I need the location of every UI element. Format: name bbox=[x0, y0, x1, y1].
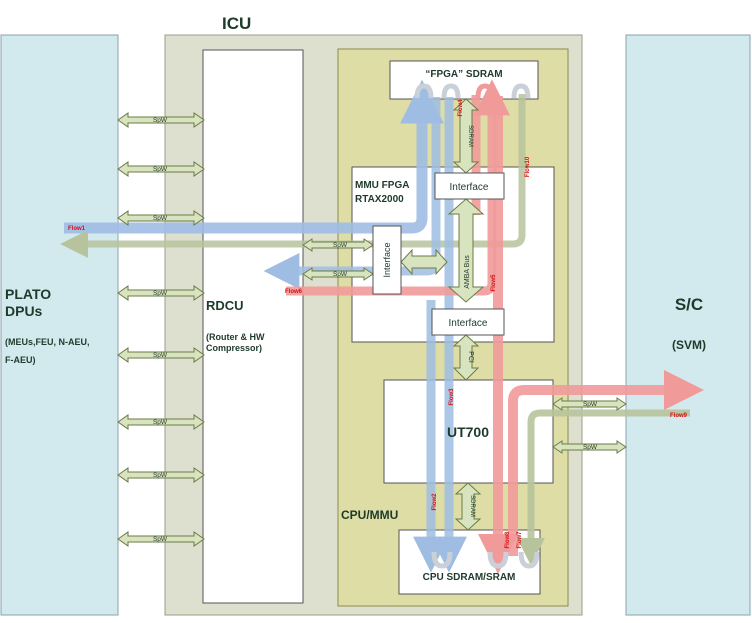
sdram-bottom-label: SDRAM bbox=[469, 495, 475, 517]
ut700-title: UT700 bbox=[447, 424, 489, 440]
spw-label: SpW bbox=[153, 117, 168, 124]
uturn-bottom-blue bbox=[431, 551, 453, 569]
interface-middle-box bbox=[431, 308, 505, 336]
spw-label: SpW bbox=[583, 401, 598, 408]
rdcu-box bbox=[202, 49, 304, 604]
cpu-mmu-title: CPU/MMU bbox=[341, 508, 398, 522]
interface-middle-label: Interface bbox=[449, 318, 488, 329]
spw-arrows-rdcu-interface bbox=[302, 238, 374, 281]
vertical-bus-arrows bbox=[447, 98, 485, 531]
rdcu-sub-2: Compressor) bbox=[206, 343, 262, 353]
uturn-top-red bbox=[475, 83, 495, 99]
spw-label: SpW bbox=[153, 215, 168, 222]
spw-label: SpW bbox=[153, 290, 168, 297]
uturn-bottom-red bbox=[487, 551, 509, 569]
spw-label: SpW bbox=[583, 444, 598, 451]
spw-label: SpW bbox=[153, 352, 168, 359]
spw-arrows-left bbox=[117, 112, 205, 547]
pci-bus bbox=[452, 334, 480, 381]
flow-labels: Flow1 Flow6 Flow9 Flow4 Flow10 Flow5 Flo… bbox=[68, 99, 688, 549]
spw-arrow bbox=[117, 467, 205, 483]
spw-labels: SpW SpW SpW SpW SpW SpW SpW SpW SpW SpW … bbox=[153, 117, 598, 543]
plato-sub-1: (MEUs,FEU, N-AEU, bbox=[5, 337, 90, 347]
mmu-fpga-title-1: MMU FPGA bbox=[355, 180, 409, 191]
plato-title-2: DPUs bbox=[5, 303, 43, 319]
flow3-label: Flow3 bbox=[449, 388, 455, 406]
flow8-path bbox=[508, 370, 705, 556]
fpga-sdram-title: “FPGA” SDRAM bbox=[425, 69, 502, 80]
spw-arrow bbox=[117, 210, 205, 226]
amba-bus bbox=[447, 198, 485, 303]
spw-arrow bbox=[117, 531, 205, 547]
flow2-label: Flow2 bbox=[432, 493, 438, 511]
spw-arrow bbox=[117, 414, 205, 430]
flow10-path bbox=[60, 94, 526, 258]
spw-arrow bbox=[117, 347, 205, 363]
ut700-box bbox=[383, 379, 554, 484]
flow6-label: Flow6 bbox=[285, 289, 303, 295]
mmu-fpga-title-2: RTAX2000 bbox=[355, 194, 404, 205]
icu-title: ICU bbox=[222, 14, 251, 33]
spw-arrow bbox=[117, 112, 205, 128]
rdcu-title: RDCU bbox=[206, 298, 244, 313]
spw-label: SpW bbox=[153, 536, 168, 543]
flow5-label: Flow5 bbox=[491, 274, 497, 292]
spw-arrows-right bbox=[552, 397, 627, 454]
flow1-path bbox=[64, 79, 444, 234]
spw-label: SpW bbox=[153, 419, 168, 426]
interface-top-box bbox=[434, 172, 505, 200]
spw-arrow bbox=[552, 397, 627, 411]
interface-amba-arrow bbox=[400, 248, 448, 276]
uturn-bottom-green bbox=[518, 551, 540, 569]
spw-label: SpW bbox=[333, 242, 348, 249]
spw-label: SpW bbox=[153, 472, 168, 479]
spw-arrow bbox=[552, 440, 627, 454]
flow8-label: Flow8 bbox=[505, 531, 511, 549]
flow6-path bbox=[286, 79, 510, 296]
amba-bus-label: AMBA Bus bbox=[464, 255, 471, 289]
pci-label: PCI bbox=[467, 351, 474, 363]
sc-title: S/C bbox=[675, 295, 703, 314]
spw-arrow bbox=[117, 285, 205, 301]
plato-title-1: PLATO bbox=[5, 286, 51, 302]
spw-label: SpW bbox=[153, 166, 168, 173]
interface-vertical-box bbox=[372, 225, 402, 295]
interface-vertical-label: Interface bbox=[382, 242, 392, 277]
flow9-label: Flow9 bbox=[670, 413, 688, 419]
plato-sub-2: F-AEU) bbox=[5, 355, 36, 365]
cpu-sdram-title: CPU SDRAM/SRAM bbox=[423, 572, 516, 583]
sc-sub: (SVM) bbox=[672, 338, 706, 352]
flow9-path bbox=[517, 409, 690, 566]
sc-panel bbox=[625, 34, 751, 616]
uturn-top-green bbox=[511, 83, 531, 99]
rdcu-sub-1: (Router & HW bbox=[206, 332, 265, 342]
interface-top-label: Interface bbox=[450, 182, 489, 193]
flow7-label: Flow7 bbox=[517, 531, 523, 549]
spw-label: SpW bbox=[333, 271, 348, 278]
flow1-label: Flow1 bbox=[68, 226, 86, 232]
flow4-label: Flow4 bbox=[458, 99, 464, 117]
sdram-top-label: SDRAM bbox=[467, 125, 473, 147]
plato-dpus-panel bbox=[0, 34, 119, 616]
flow10-label: Flow10 bbox=[525, 156, 531, 177]
uturn-top-gray bbox=[441, 83, 461, 99]
spw-arrow bbox=[117, 161, 205, 177]
uturn-top-blue bbox=[414, 83, 434, 99]
sdram-bottom-bus bbox=[454, 482, 482, 531]
